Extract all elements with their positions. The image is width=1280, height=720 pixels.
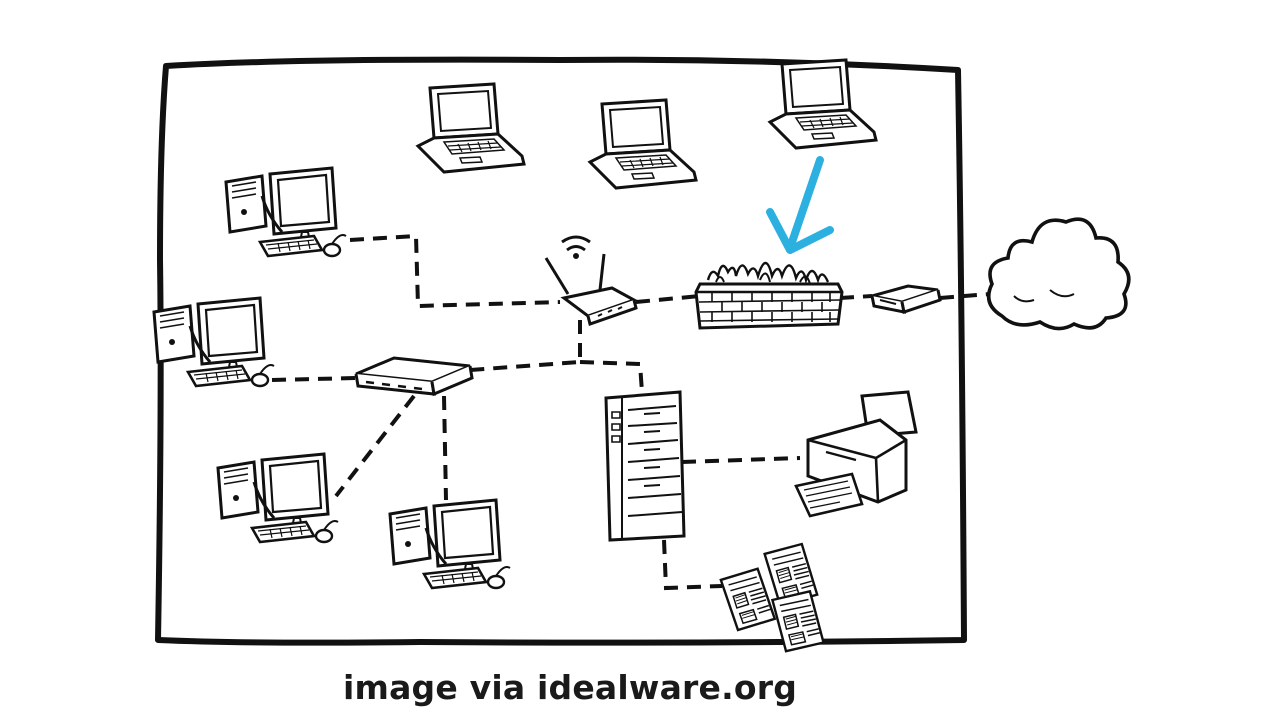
link-router-firewall <box>635 294 701 304</box>
firewall-icon <box>694 261 844 330</box>
link-router-server <box>579 360 644 393</box>
link-switch-desktop4 <box>442 395 448 501</box>
link-modem-cloud <box>939 292 991 300</box>
link-router-switch <box>469 320 582 372</box>
arrow-down-left-icon <box>766 156 834 254</box>
link-server-documents <box>662 539 723 591</box>
laptop-icon <box>416 82 526 174</box>
documents-icon <box>718 541 826 654</box>
laptop-icon <box>588 98 698 190</box>
file-server-icon <box>604 390 686 542</box>
desktop-computer-icon <box>388 498 512 590</box>
desktop-computer-icon <box>152 296 276 388</box>
internet-cloud-icon <box>986 217 1131 331</box>
desktop-computer-icon <box>216 452 340 544</box>
link-desktop1-router <box>349 233 561 309</box>
link-switch-desktop3 <box>334 394 416 498</box>
image-credit-caption: image via idealware.org <box>342 668 798 707</box>
printer-icon <box>794 390 918 518</box>
network-switch-icon <box>354 356 474 397</box>
office-boundary <box>155 56 967 646</box>
laptop-icon <box>768 58 878 150</box>
link-firewall-modem <box>839 294 873 300</box>
desktop-computer-icon <box>224 166 348 258</box>
wifi-router-icon <box>544 235 638 326</box>
link-server-printer <box>681 456 801 464</box>
modem-icon <box>870 284 942 314</box>
link-desktop2-switch <box>271 376 357 382</box>
